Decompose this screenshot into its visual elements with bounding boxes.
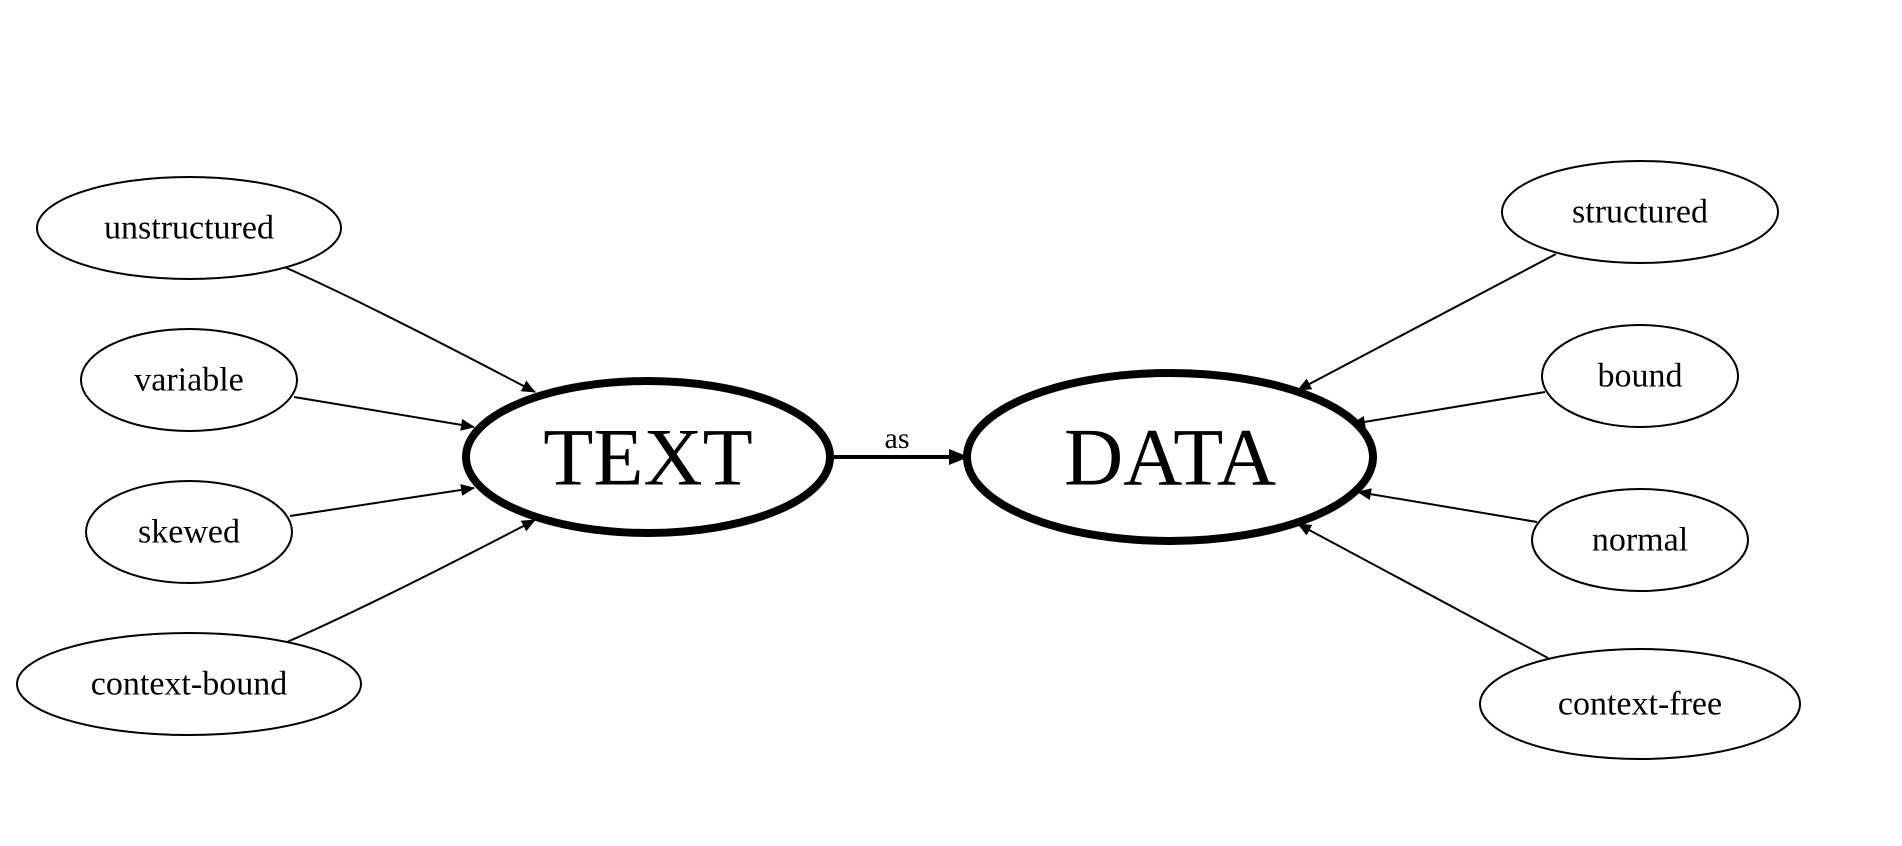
node-variable: variable (80, 328, 298, 432)
node-text-label: TEXT (543, 412, 752, 503)
node-skewed: skewed (85, 480, 293, 584)
edge-structured-to-data (1297, 253, 1557, 391)
node-data-label: DATA (1064, 412, 1276, 503)
edge-normal-to-data (1357, 488, 1538, 523)
edge-context-free-to-data (1297, 523, 1549, 659)
edge-bound-to-data (1351, 391, 1546, 428)
node-unstructured: unstructured (36, 176, 342, 280)
node-bound-label: bound (1598, 358, 1683, 395)
node-normal: normal (1531, 488, 1749, 592)
edge-label-as: as (885, 422, 910, 455)
node-context-bound-label: context-bound (91, 666, 287, 703)
node-data: DATA (963, 369, 1377, 545)
node-unstructured-label: unstructured (104, 210, 274, 247)
node-normal-label: normal (1592, 522, 1688, 559)
node-context-free: context-free (1479, 648, 1801, 760)
node-skewed-label: skewed (138, 514, 240, 551)
edge-skewed-to-text (289, 484, 475, 517)
edge-variable-to-text (293, 396, 475, 431)
node-bound: bound (1541, 324, 1739, 428)
node-variable-label: variable (134, 362, 244, 399)
edge-unstructured-to-text (281, 265, 536, 393)
node-context-free-label: context-free (1558, 686, 1722, 723)
node-structured: structured (1501, 160, 1779, 264)
edge-context-bound-to-text (286, 519, 536, 643)
node-context-bound: context-bound (16, 632, 362, 736)
node-text: TEXT (462, 377, 834, 537)
node-structured-label: structured (1572, 194, 1708, 231)
